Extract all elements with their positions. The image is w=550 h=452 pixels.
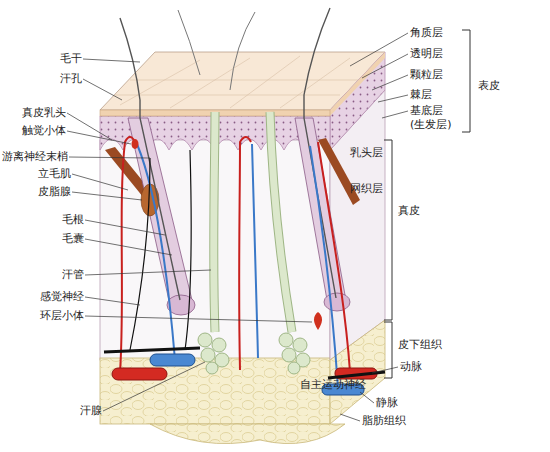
nerve	[132, 139, 139, 149]
leader-line	[67, 131, 131, 144]
skin-block	[115, 56, 360, 108]
sweat-gland	[293, 338, 307, 352]
part-label: 皮脂腺	[38, 185, 71, 199]
blood-vessel	[112, 137, 377, 395]
leader-line	[360, 392, 374, 403]
hair-follicle	[324, 293, 350, 311]
leader-line	[85, 316, 312, 322]
nerve	[314, 312, 322, 330]
leader-line	[72, 174, 128, 190]
leader-line	[85, 297, 140, 305]
sweat-gland	[198, 333, 212, 347]
part-label: 动脉	[400, 360, 422, 374]
sweat-gland	[212, 338, 226, 352]
sweat-gland	[270, 112, 292, 332]
bracket	[462, 30, 470, 132]
part-label: 棘层	[410, 88, 432, 102]
part-label: 颗粒层	[410, 68, 443, 82]
part-label: 汗孔	[60, 72, 82, 86]
part-label: 网织层	[350, 182, 383, 196]
leader-line	[69, 157, 150, 158]
sweat-gland	[201, 348, 215, 362]
leader-line	[85, 239, 172, 255]
part-label: 环层小体	[40, 309, 84, 323]
leader-line	[340, 414, 360, 421]
leader-line	[372, 75, 408, 90]
part-label: 汗腺	[80, 404, 102, 418]
leader-line	[83, 79, 122, 100]
leader-line	[85, 270, 211, 275]
leader-line	[382, 111, 408, 118]
leader-line	[85, 220, 165, 235]
part-label: 立毛肌	[38, 167, 71, 181]
leader-line	[378, 95, 408, 102]
part-label: 真皮	[398, 204, 420, 218]
sweat-gland	[198, 112, 310, 374]
sweat-gland	[288, 362, 300, 374]
skin-block	[100, 52, 385, 444]
leader-line	[83, 59, 140, 62]
part-label: 毛根	[62, 213, 84, 227]
bracket	[384, 140, 392, 320]
sweat-gland	[279, 333, 293, 347]
part-label: 皮下组织	[398, 338, 442, 352]
part-label: 毛干	[60, 52, 82, 66]
part-label: 毛囊	[62, 232, 84, 246]
leader-line	[72, 192, 142, 200]
leader-line	[67, 113, 112, 140]
part-label: 基底层 (生发层)	[410, 104, 456, 132]
leader-line	[103, 362, 205, 411]
bracket	[384, 30, 470, 378]
leader-line	[372, 367, 398, 373]
blood-vessel	[252, 144, 258, 358]
skin-block	[330, 52, 385, 150]
blood-vessel	[310, 146, 338, 388]
nerve	[130, 158, 150, 350]
part-label: 感觉神经	[40, 290, 84, 304]
sweat-gland	[270, 112, 292, 332]
part-label: 表皮	[478, 79, 500, 93]
part-label: 乳头层	[350, 146, 383, 160]
sweat-gland	[214, 112, 215, 332]
leader-line	[67, 33, 408, 421]
nerve	[104, 139, 385, 378]
part-label: 脂肪组织	[362, 414, 406, 428]
part-label: 触觉小体	[22, 124, 66, 138]
part-label: 汗管	[62, 268, 84, 282]
part-label: 角质层	[410, 26, 443, 40]
leader-line	[362, 54, 408, 78]
part-label: 透明层	[410, 47, 443, 61]
part-label: 静脉	[376, 396, 398, 410]
leader-line	[350, 33, 408, 66]
blood-vessel	[112, 368, 167, 380]
part-label: 真皮乳头	[22, 106, 66, 120]
nerve	[185, 150, 191, 350]
skin-block	[100, 358, 330, 424]
blood-vessel	[150, 354, 195, 366]
hair-follicle	[178, 10, 255, 90]
sweat-gland	[282, 348, 296, 362]
blood-vessel	[239, 137, 251, 370]
part-label: 自主运动神经	[300, 378, 366, 392]
nerve	[328, 372, 385, 378]
part-label: 游离神经末梢	[2, 150, 68, 164]
skin-block	[150, 424, 345, 444]
sweat-gland	[198, 333, 310, 374]
sweat-gland	[206, 362, 218, 374]
sweat-gland	[214, 112, 215, 332]
